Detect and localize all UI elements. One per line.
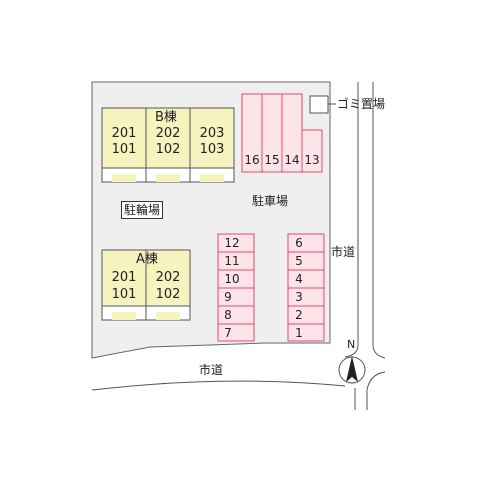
road-corner xyxy=(372,344,386,359)
parking-top-group xyxy=(241,93,323,173)
parking-number: 13 xyxy=(304,153,320,167)
parking-number: 5 xyxy=(295,254,303,268)
parking-left-group xyxy=(217,233,255,342)
unit-label: 201 xyxy=(111,270,137,285)
parking-number: 1 xyxy=(295,326,303,340)
road-south-label: 市道 xyxy=(199,363,224,377)
parking-number: 7 xyxy=(224,326,232,340)
road-east-label: 市道 xyxy=(331,245,356,259)
building-b-step xyxy=(112,174,136,182)
building-a-step xyxy=(156,312,180,320)
road-south-edge xyxy=(91,380,346,391)
parking-number: 6 xyxy=(295,236,303,250)
unit-label: 101 xyxy=(111,287,137,302)
parking-number: 15 xyxy=(264,153,280,167)
unit-label: 202 xyxy=(155,126,181,141)
unit-label: 203 xyxy=(199,126,225,141)
parking-number: 3 xyxy=(295,290,303,304)
parking-number: 12 xyxy=(224,236,240,250)
unit-label: 202 xyxy=(155,270,181,285)
building-a-step xyxy=(112,312,136,320)
building-b-step xyxy=(156,174,180,182)
parking-number: 10 xyxy=(224,272,240,286)
parking-right-group xyxy=(287,233,325,342)
building-b-step xyxy=(200,174,224,182)
parking-number: 9 xyxy=(224,290,232,304)
parking-lot-label: 駐車場 xyxy=(252,194,289,208)
unit-label: 102 xyxy=(155,142,181,157)
north-label: N xyxy=(347,338,356,351)
unit-label: 101 xyxy=(111,142,137,157)
building-b-title: B棟 xyxy=(155,110,177,125)
garbage-box xyxy=(309,95,329,114)
unit-label: 102 xyxy=(155,287,181,302)
unit-label: 201 xyxy=(111,126,137,141)
building-b xyxy=(101,107,235,175)
road-corner xyxy=(366,371,386,410)
building-a-title: A棟 xyxy=(136,252,158,267)
parking-number: 14 xyxy=(284,153,300,167)
parking-slot xyxy=(301,129,323,173)
road-corner xyxy=(344,344,359,358)
parking-number: 2 xyxy=(295,308,303,322)
parking-number: 11 xyxy=(224,254,240,268)
parking-number: 8 xyxy=(224,308,232,322)
north-arrow-icon xyxy=(338,356,366,384)
parking-number: 4 xyxy=(295,272,303,286)
bicycle-parking-label: 駐輪場 xyxy=(121,201,164,219)
unit-label: 103 xyxy=(199,142,225,157)
parking-number: 16 xyxy=(244,153,260,167)
garbage-label: ゴミ置場 xyxy=(337,97,386,111)
